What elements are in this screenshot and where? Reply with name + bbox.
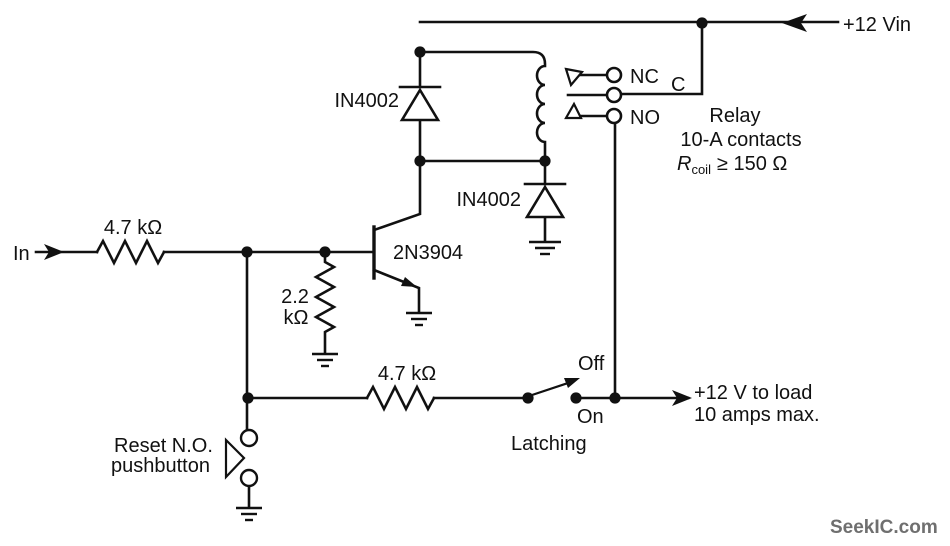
pushbutton-top-terminal [239,428,259,448]
diode-d1 [398,85,442,122]
no-terminal [605,107,623,125]
switch-type-label: Latching [511,433,587,455]
ground-emitter-icon [406,311,432,327]
resistor-r1 [95,238,166,266]
r2-value-top: 2.2 [281,286,309,308]
no-label: NO [630,107,660,129]
ground-d2-icon [529,240,561,256]
output-label-line2: 10 amps max. [694,404,820,426]
watermark: SeekIC.com [830,517,938,538]
resistor-r2 [313,250,337,355]
switch-arm [530,380,573,397]
r1-value: 4.7 kΩ [104,217,162,239]
no-contact-icon [564,101,583,120]
switch-arm-arrow-icon [564,378,580,388]
output-label-line1: +12 V to load [694,382,812,404]
junction-dots [241,17,708,404]
diode-d2 [523,182,567,219]
resistor-r3 [365,384,436,412]
switch-off-label: Off [578,353,605,375]
switch-on-label: On [577,406,604,428]
q1-label: 2N3904 [393,242,463,264]
nc-contact-icon [564,67,585,88]
wire-collector [372,159,422,232]
q1-emitter-arrow-icon [401,277,417,287]
c-terminal [605,86,623,104]
input-label: In [13,243,30,265]
d1-triangle-icon [399,87,441,122]
d1-label: IN4002 [335,90,400,112]
pushbutton-bottom-terminal [239,468,259,488]
d2-triangle-icon [524,184,566,219]
q1-emitter [372,268,421,314]
wires [34,20,840,509]
pushbutton-actuator-icon [224,437,246,480]
reset-label-line1: Reset N.O. [114,435,213,457]
relay-coil-resistance: Rcoil ≥ 150 Ω [677,153,787,177]
r3-value: 4.7 kΩ [378,363,436,385]
load-arrow-icon [672,390,692,406]
rcoil-symbol: R [677,153,691,175]
relay-name: Relay [709,105,760,127]
rcoil-value: ≥ 150 Ω [717,153,787,175]
relay-contacts [564,66,623,125]
transistor-q1 [372,225,421,314]
reset-label-line2: pushbutton [111,455,210,477]
ground-r2-icon [312,352,338,368]
nc-terminal [605,66,623,84]
d2-label: IN4002 [457,189,522,211]
relay-contacts-rating: 10-A contacts [680,129,801,151]
input-arrow-icon [44,244,64,260]
r2-value-bottom: kΩ [284,307,309,329]
vin-label: +12 Vin [843,14,911,36]
latching-switch [530,378,580,397]
wire-common-contact [619,21,704,96]
vin-arrow-icon [782,14,807,32]
rcoil-subscript: coil [691,162,711,177]
ground-pushbutton-icon [236,506,262,522]
c-label: C [671,74,685,96]
relay-coil [418,50,547,163]
reset-pushbutton [224,428,259,488]
nc-label: NC [630,66,659,88]
